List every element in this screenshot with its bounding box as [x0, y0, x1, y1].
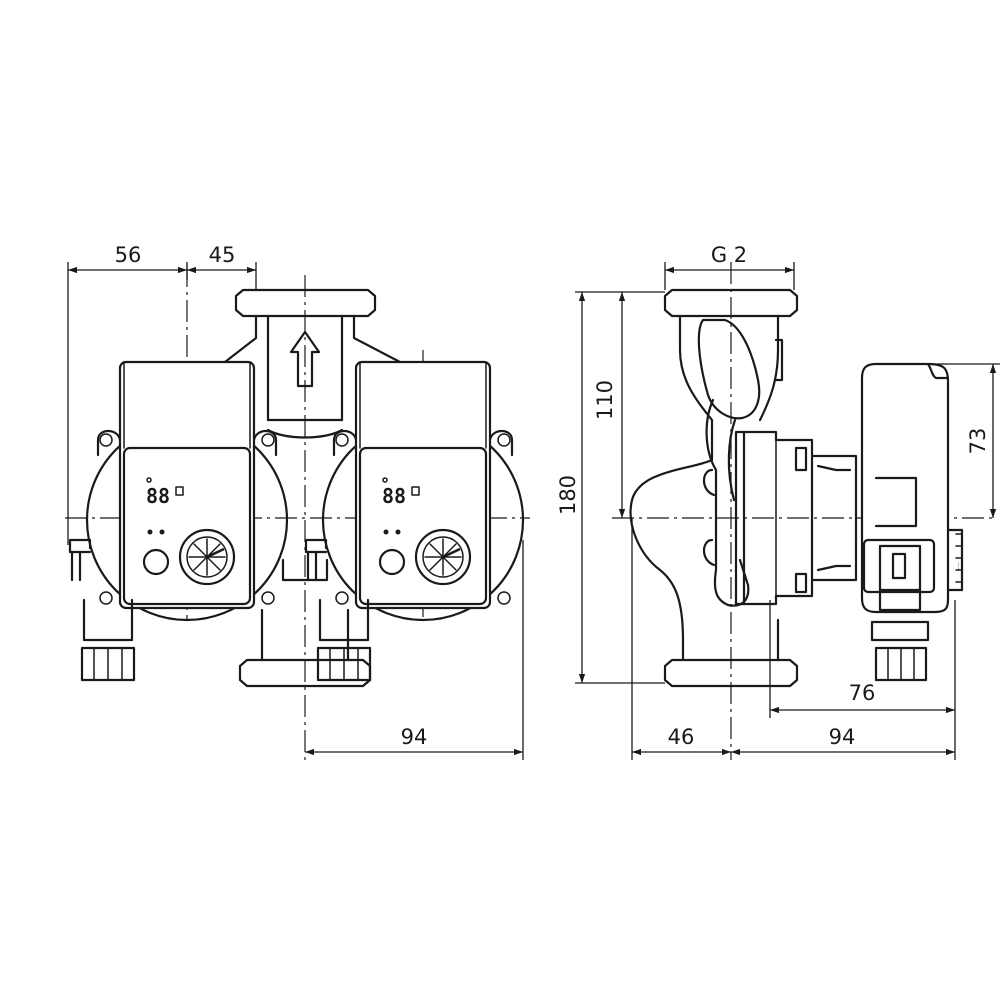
left-control-panel: 88: [142, 477, 236, 586]
right-control-knob[interactable]: [414, 528, 472, 586]
right-motor-unit: [321, 360, 525, 622]
left-push-button[interactable]: [142, 548, 170, 576]
front-top-flange: [223, 288, 402, 422]
dimension-110: 110: [593, 292, 626, 518]
side-pump-casing: [629, 314, 784, 662]
dimension-76: 76: [769, 600, 956, 760]
side-motor-stator: [734, 430, 858, 606]
dimension-76-label: 76: [849, 681, 876, 705]
dimension-46: 46: [631, 518, 731, 760]
dimension-94-front: 94: [305, 540, 524, 760]
right-status-led: [383, 529, 389, 535]
dimension-g2-label: G 2: [711, 243, 747, 267]
left-motor-unit: [85, 360, 289, 622]
dimension-110-label: 110: [593, 380, 617, 420]
flow-direction-arrow-icon: [289, 330, 321, 388]
left-status-led: [147, 529, 153, 535]
dimension-45: 45: [187, 243, 257, 290]
left-control-knob[interactable]: [178, 528, 236, 586]
right-control-panel: 88: [378, 477, 472, 586]
side-top-flange: [663, 288, 799, 318]
side-connector-plug[interactable]: [862, 538, 936, 682]
right-cable-gland: [304, 538, 372, 682]
dimension-56-label: 56: [115, 243, 142, 267]
dimension-g2: G 2: [664, 243, 795, 290]
dimension-56: 56: [67, 243, 188, 545]
right-display-readout: 88: [382, 484, 406, 508]
left-cable-gland: [68, 538, 136, 682]
dimension-180: 180: [556, 291, 665, 684]
dimension-180-label: 180: [556, 475, 580, 515]
dimension-45-label: 45: [209, 243, 236, 267]
left-display-readout: 88: [146, 484, 170, 508]
right-push-button[interactable]: [378, 548, 406, 576]
dimension-94-front-label: 94: [401, 725, 428, 749]
svg-text:·····: ·····: [954, 562, 961, 572]
dimension-46-label: 46: [668, 725, 695, 749]
dimension-94-side: 94: [731, 725, 955, 756]
side-bottom-flange: [663, 658, 799, 688]
dimension-94-side-label: 94: [829, 725, 856, 749]
side-view: ····· G 2 180 110: [556, 243, 1000, 760]
dimension-73-label: 73: [966, 428, 990, 455]
dimension-73: 73: [930, 363, 1000, 518]
front-view: 88: [65, 243, 530, 760]
side-electronics-box: ·····: [860, 362, 964, 614]
